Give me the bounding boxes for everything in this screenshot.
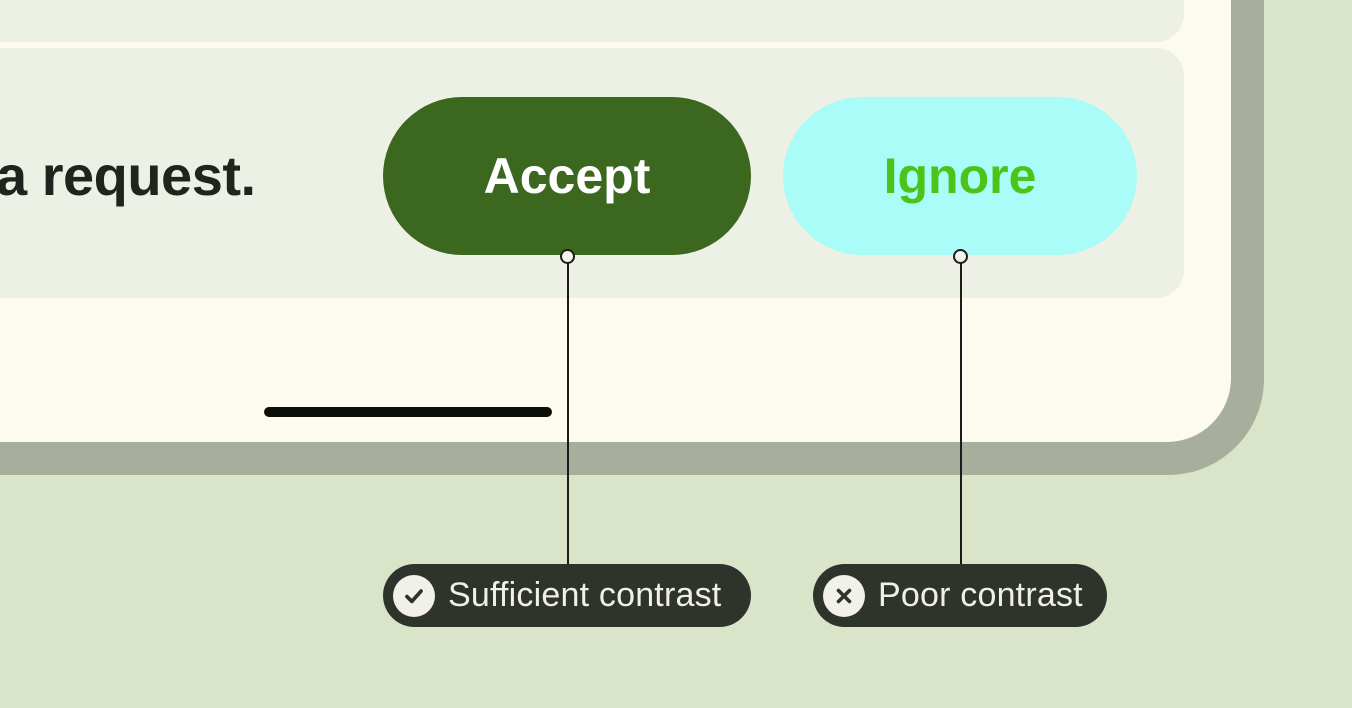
annotation-label: Sufficient contrast	[448, 576, 722, 614]
drag-handle-bar	[264, 407, 552, 417]
accept-button[interactable]: Accept	[383, 97, 751, 255]
connector-dot-accept	[560, 249, 575, 264]
check-circle-icon	[393, 574, 435, 617]
connector-line-ignore	[960, 263, 963, 565]
x-circle-icon	[823, 574, 865, 617]
ignore-button[interactable]: Ignore	[783, 97, 1137, 255]
accept-button-label: Accept	[483, 148, 651, 204]
annotation-label: Poor contrast	[878, 576, 1083, 614]
connector-dot-ignore	[953, 249, 968, 264]
connector-line-accept	[567, 263, 570, 565]
annotation-sufficient-contrast: Sufficient contrast	[383, 564, 751, 627]
ignore-button-label: Ignore	[883, 148, 1037, 204]
annotation-poor-contrast: Poor contrast	[813, 564, 1107, 627]
message-text: a request.	[0, 144, 256, 207]
notification-row-partial	[0, 0, 1184, 42]
